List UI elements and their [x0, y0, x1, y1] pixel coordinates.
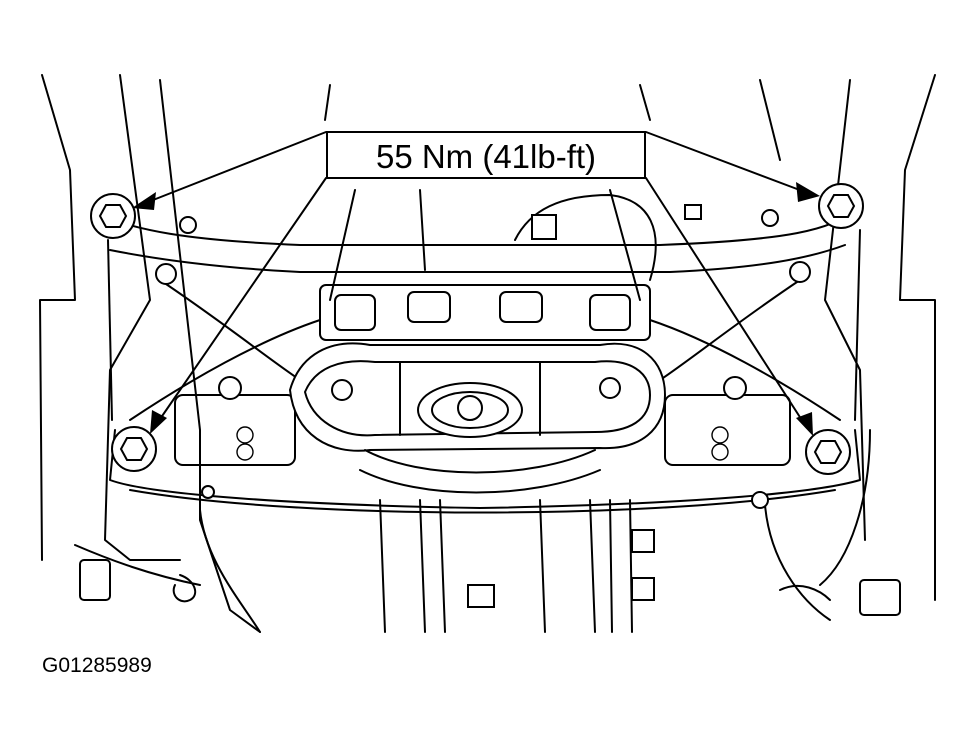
bolt-upper-left — [90, 193, 136, 239]
arrowhead-lower-left — [150, 410, 167, 434]
upper-mount — [419, 189, 702, 281]
crossmember — [97, 209, 861, 514]
arrowhead-upper-right — [796, 182, 820, 202]
figure-id: G01285989 — [42, 654, 152, 677]
transmission-housing — [379, 499, 655, 633]
bolt-lower-left — [111, 426, 157, 472]
torque-leaders — [132, 131, 820, 436]
arrowhead-lower-right — [796, 412, 813, 436]
arrowhead-upper-left — [132, 192, 156, 210]
cables — [74, 429, 901, 616]
bolt-upper-right — [818, 183, 864, 229]
bolt-lower-right — [805, 429, 851, 475]
torque-callout: 55 Nm (41lb-ft) — [326, 131, 646, 179]
engine-mount — [288, 342, 667, 494]
